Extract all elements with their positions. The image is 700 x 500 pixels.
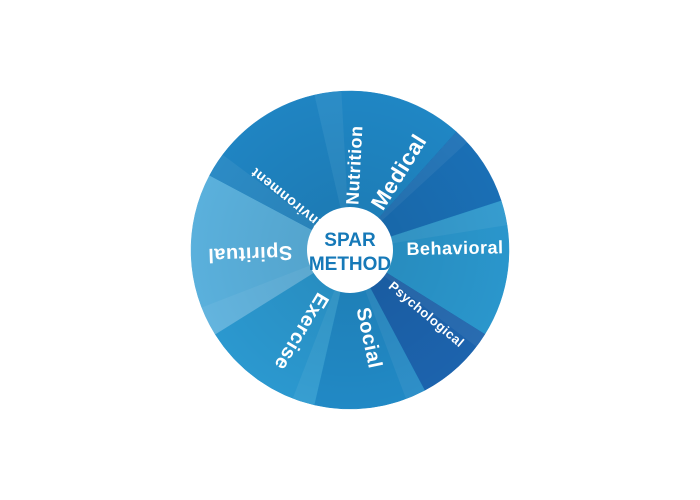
hub-title-line1: SPAR: [324, 230, 376, 251]
hub-circle: [307, 207, 393, 293]
segment-label-behavioral: Behavioral: [406, 237, 503, 259]
segment-label-nutrition: Nutrition: [342, 125, 366, 205]
segment-label-spiritual: Spiritual: [207, 241, 292, 266]
hub-title-line2: METHOD: [309, 254, 391, 275]
